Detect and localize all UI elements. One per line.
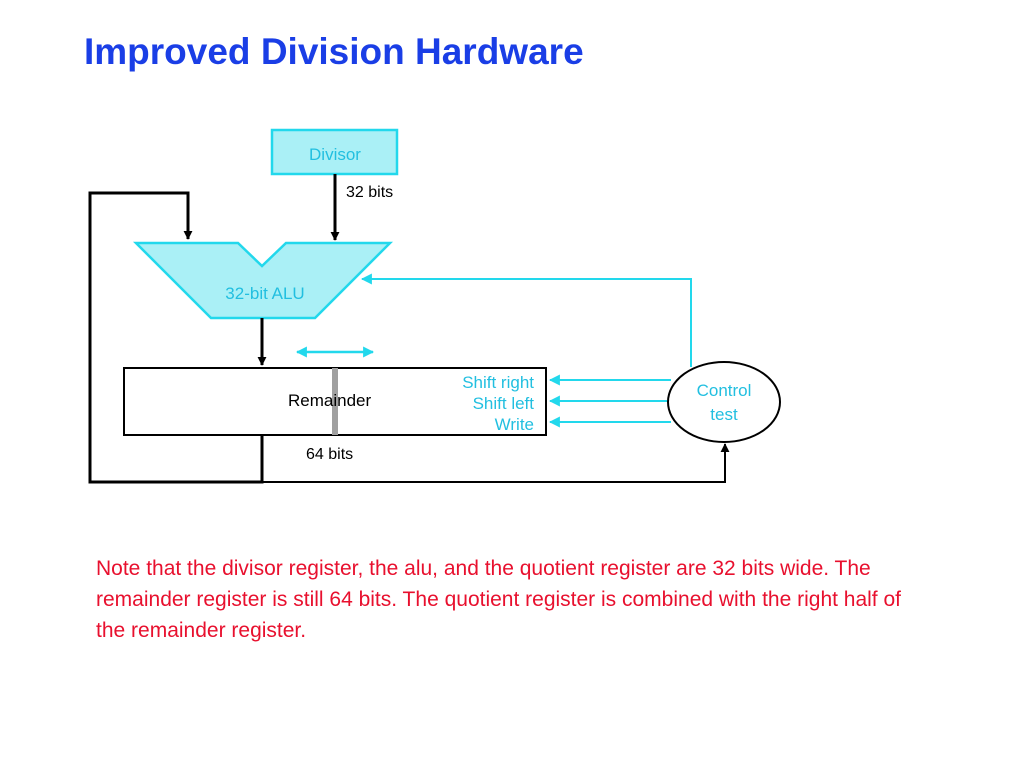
alu	[132, 241, 394, 320]
shift-left-signal-label: Shift left	[473, 394, 535, 413]
control-label: Control	[697, 381, 752, 400]
slide-title: Improved Division Hardware	[84, 31, 584, 72]
divisor-width-label: 32 bits	[346, 184, 393, 201]
remainder-feedback-wire	[88, 191, 264, 484]
divisor-label: Divisor	[309, 145, 361, 164]
remainder-label: Remainder	[288, 391, 371, 410]
remainder-width-label: 64 bits	[306, 446, 353, 463]
control-test-unit	[667, 361, 781, 443]
shift-right-signal-label: Shift right	[462, 373, 534, 392]
remainder-to-control-wire	[262, 443, 730, 483]
write-signal-label: Write	[495, 415, 534, 434]
alu-label: 32-bit ALU	[225, 284, 304, 303]
alu-control-wire	[360, 273, 692, 367]
test-label: test	[710, 405, 738, 424]
divisor-register	[270, 128, 399, 176]
explanatory-note: Note that the divisor register, the alu,…	[96, 557, 901, 642]
